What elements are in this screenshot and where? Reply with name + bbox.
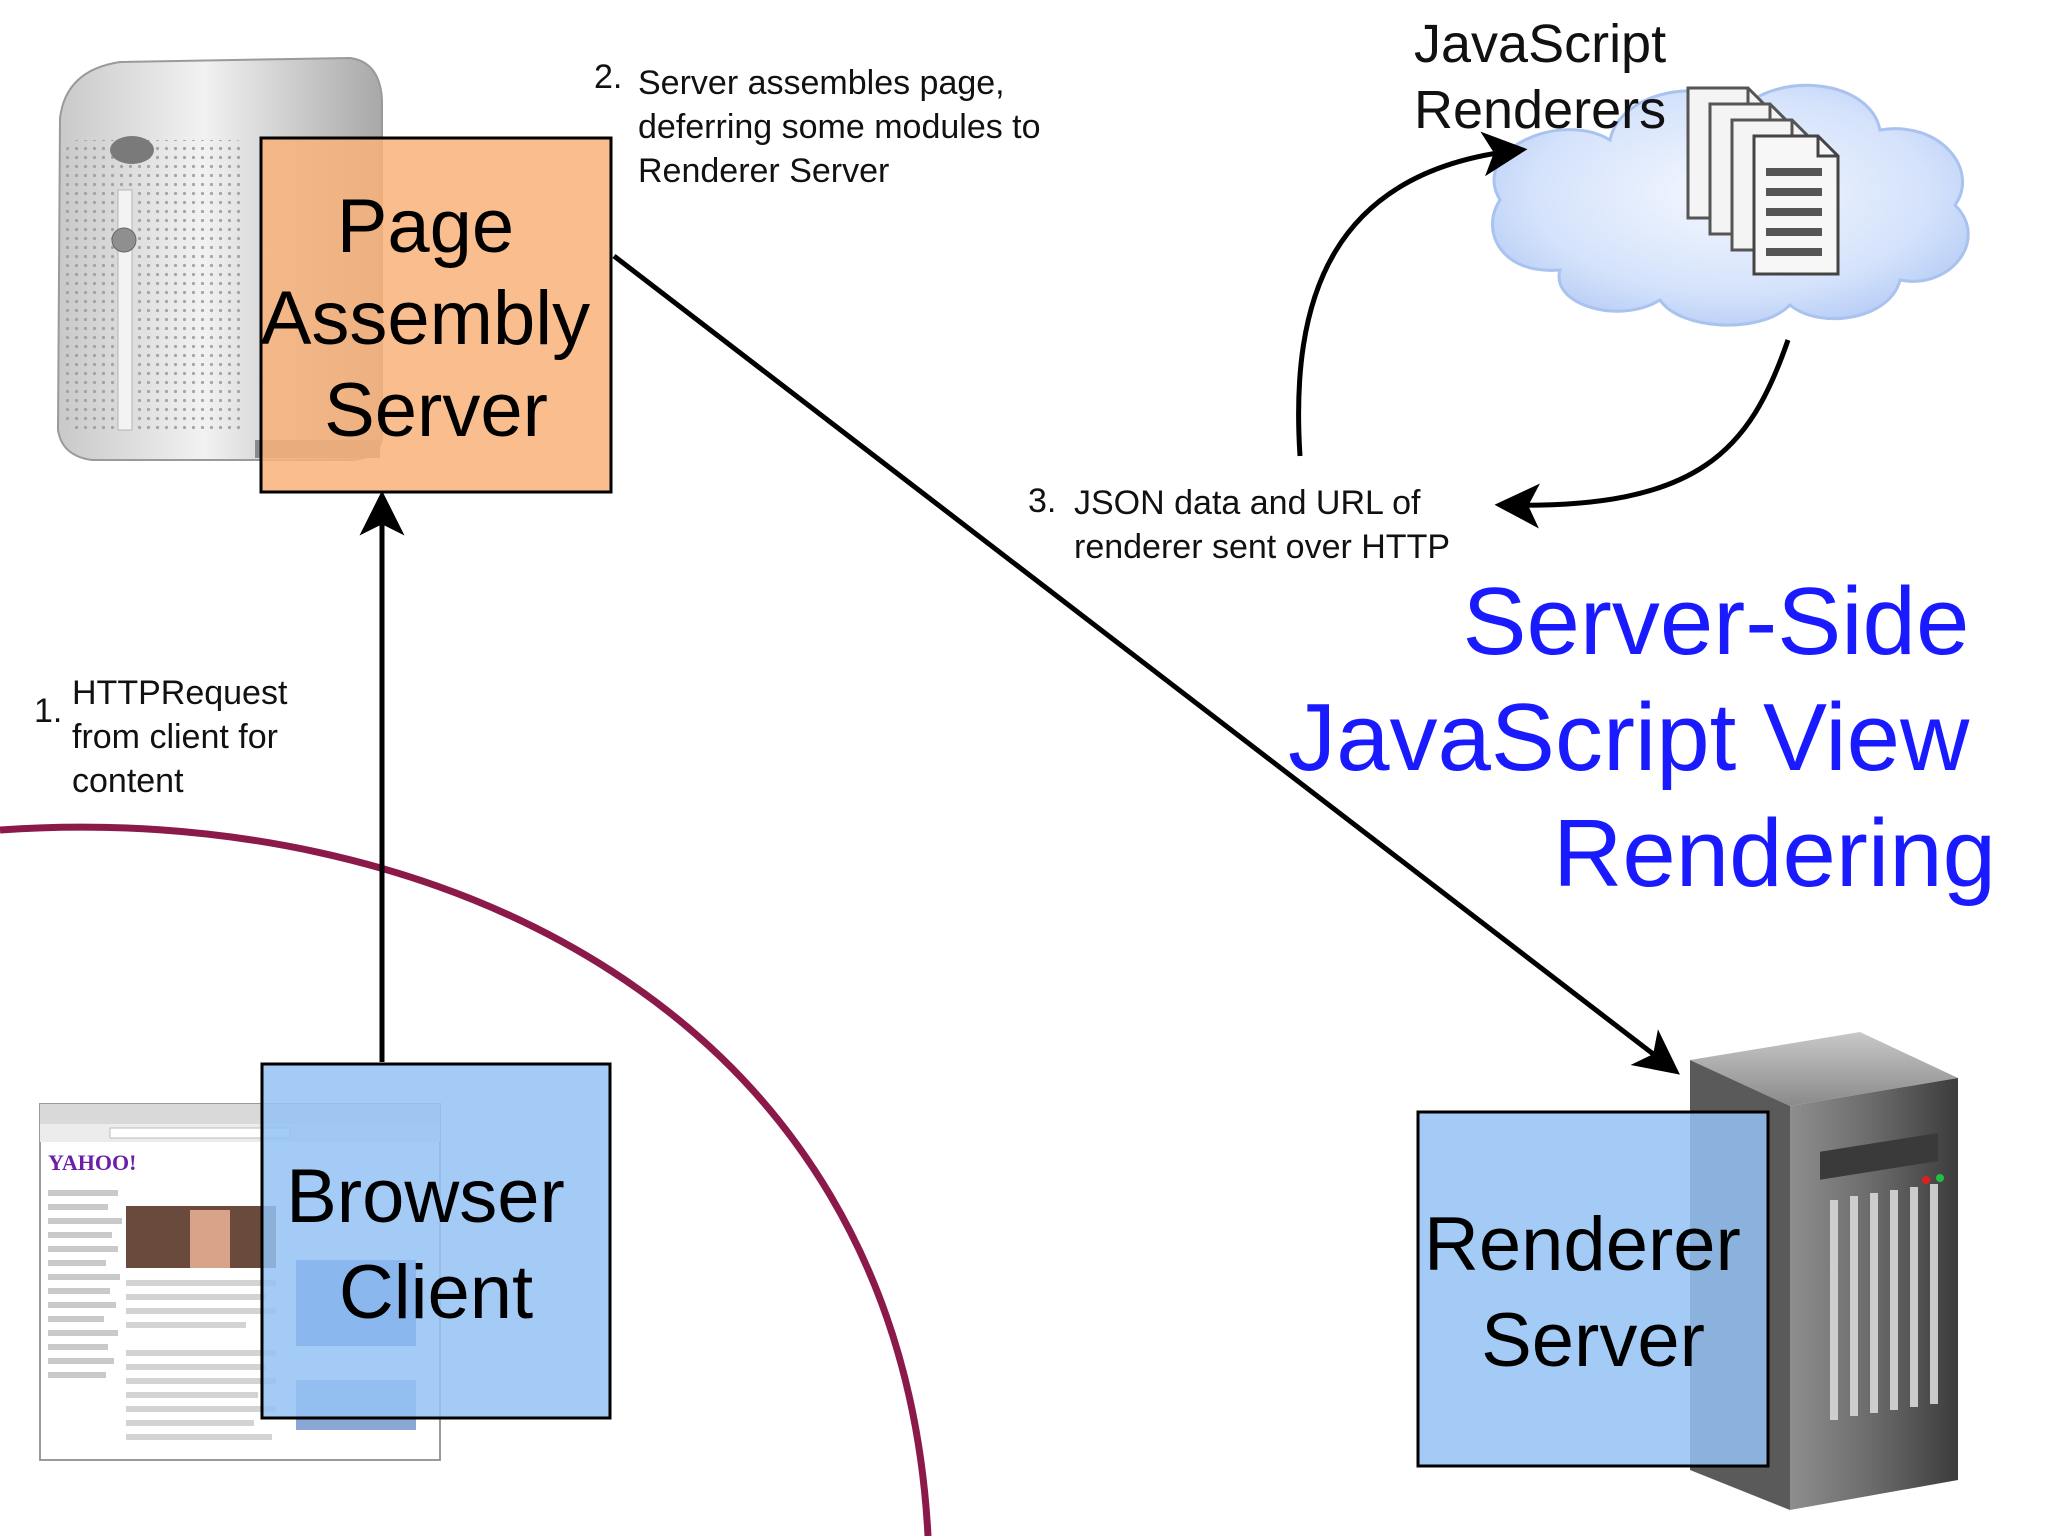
page-assembly-server-label: Page Assembly Server xyxy=(261,184,612,453)
step-3-annotation: 3. JSON data and URL of renderer sent ov… xyxy=(1028,482,1450,566)
step-1-annotation: 1. HTTPRequest from client for content xyxy=(34,674,297,800)
document-stack-icon xyxy=(1686,86,1840,276)
yahoo-logo: YAHOO! xyxy=(48,1150,136,1175)
arrow-page-assembly-to-renderer-server xyxy=(612,254,1680,1075)
step-1-text: HTTPRequest from client for content xyxy=(72,674,297,800)
step-2-number: 2. xyxy=(594,58,622,96)
step-2-annotation: 2. Server assembles page, deferring some… xyxy=(594,58,1050,190)
diagram-title: Server-Side JavaScript View Rendering xyxy=(1288,568,1996,907)
javascript-renderers-label: JavaScript Renderers xyxy=(1414,14,1681,140)
renderer-server-label: Renderer Server xyxy=(1424,1202,1762,1383)
step-1-number: 1. xyxy=(34,692,62,730)
network-boundary-arc xyxy=(0,823,932,1536)
browser-client-label: Browser Client xyxy=(286,1154,586,1335)
renderer-server-node: Renderer Server xyxy=(1416,1110,1770,1468)
step-3-text: JSON data and URL of renderer sent over … xyxy=(1074,484,1450,566)
step-2-text: Server assembles page, deferring some mo… xyxy=(638,64,1050,190)
step-3-number: 3. xyxy=(1028,482,1056,520)
page-assembly-server-node: Page Assembly Server xyxy=(259,136,613,494)
javascript-renderers-cloud-icon xyxy=(1491,83,1970,327)
browser-client-node: Browser Client xyxy=(260,1062,612,1420)
arrow-renderers-to-json-step xyxy=(1494,339,1791,529)
arrow-json-step-to-renderers xyxy=(1296,131,1528,457)
